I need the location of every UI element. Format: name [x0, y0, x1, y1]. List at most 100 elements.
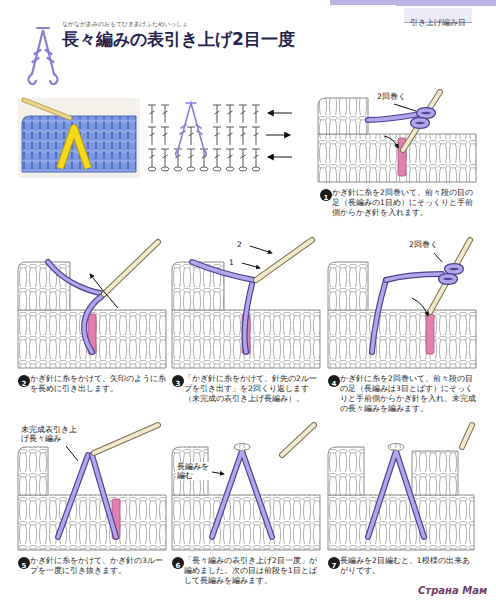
step-illustration	[212, 451, 272, 537]
stitch-chart	[200, 149, 208, 167]
step-illustration	[18, 447, 48, 495]
stitch-chart	[213, 105, 221, 123]
step-illustration	[92, 455, 116, 537]
stitch-chart	[226, 105, 234, 123]
stitch-chart	[252, 167, 260, 171]
step-illustration	[368, 451, 424, 537]
stitch-chart	[204, 150, 206, 157]
step-illustration	[256, 240, 312, 280]
step-illustration	[234, 444, 250, 451]
swatch-photo	[18, 98, 140, 178]
stitch-chart	[213, 149, 221, 167]
step-illustration	[419, 110, 433, 116]
swatch-photo	[60, 128, 88, 168]
swatch-photo	[22, 116, 136, 172]
step-illustration	[430, 240, 470, 312]
step-illustration	[328, 262, 368, 310]
stitch-symbol	[37, 27, 49, 29]
step-illustration	[441, 276, 455, 282]
step-illustration	[18, 242, 166, 368]
step-illustration	[384, 136, 398, 148]
step-illustration	[328, 240, 476, 368]
watermark: Страна Мам	[418, 585, 487, 596]
step-illustration	[441, 276, 455, 282]
stitch-chart	[239, 127, 247, 145]
stitch-chart	[226, 167, 234, 171]
step-illustration	[328, 495, 474, 550]
stitch-symbol	[28, 28, 57, 84]
stitch-chart	[174, 149, 182, 167]
stitch-symbol	[33, 50, 54, 62]
step-illustration	[104, 242, 158, 294]
step-illustration	[245, 284, 252, 352]
stitch-chart	[187, 167, 195, 171]
stitch-chart	[186, 102, 196, 104]
step-illustration	[328, 425, 474, 550]
stitch-chart	[213, 167, 221, 171]
step-illustration	[256, 240, 312, 280]
step-illustration	[434, 253, 442, 262]
step-illustration	[403, 92, 440, 150]
step-illustration	[462, 425, 472, 447]
step-illustration	[94, 425, 158, 453]
step-caption: かぎ針に糸をかけて、かぎ針の3ループを一度に引き抜きます。	[30, 556, 166, 576]
header-band	[330, 0, 496, 6]
step-illustration	[328, 447, 364, 495]
step-illustration	[48, 262, 104, 294]
step-illustration	[386, 274, 442, 280]
header-band	[396, 5, 496, 6]
step-number-circle: 5	[18, 557, 30, 569]
callout-label: 長編みを編む	[176, 462, 210, 480]
step-number-circle: 1	[320, 189, 332, 201]
step-illustration	[58, 455, 88, 537]
stitch-chart	[266, 134, 290, 135]
step-illustration	[212, 451, 272, 537]
step-illustration	[419, 110, 433, 116]
stitch-chart	[161, 127, 169, 145]
step-illustration	[447, 266, 461, 272]
step-illustration	[84, 296, 102, 352]
step-illustration	[212, 472, 224, 474]
step-illustration	[394, 104, 416, 111]
swatch-photo	[18, 98, 140, 178]
stitch-chart	[161, 149, 169, 167]
step-illustration	[462, 425, 472, 447]
step-illustration	[172, 240, 320, 368]
swatch-photo	[24, 100, 70, 118]
step-number-circle: 6	[172, 557, 184, 569]
step-illustration	[192, 262, 254, 280]
step-illustration	[318, 134, 476, 182]
stitch-chart	[226, 127, 234, 145]
step-number-circle: 4	[328, 375, 340, 387]
header-band	[330, 0, 496, 5]
step-illustration	[368, 451, 424, 537]
step-illustration	[328, 310, 476, 368]
title-reading: ながながあみのおもてひきあげふためいっしょ	[62, 20, 188, 28]
callout-number: 3	[176, 379, 181, 389]
step-illustration	[412, 298, 428, 316]
stitch-symbol	[32, 30, 54, 74]
step-illustration	[18, 262, 70, 310]
step-illustration	[403, 92, 440, 150]
stitch-chart	[268, 156, 292, 157]
stitch-chart	[252, 149, 260, 167]
step-illustration	[18, 310, 166, 368]
stitch-chart	[148, 149, 156, 167]
step-illustration	[92, 455, 116, 537]
callout-number: 5	[22, 561, 27, 571]
stitch-chart	[161, 167, 169, 171]
step-caption: 「かぎ針に糸をかけて、針先の2ループを引き出す」を2回くり返します（未完成の表引…	[184, 374, 320, 404]
step-caption: かぎ針に糸を2回巻いて、前々段の目の足（長編みは3目とばす）にそっくりと手前側か…	[340, 374, 476, 414]
stitch-chart	[239, 149, 247, 167]
step-illustration	[18, 425, 166, 550]
callout-number: 6	[176, 561, 181, 571]
step-illustration	[426, 314, 434, 354]
step-illustration	[282, 425, 314, 455]
step-illustration	[372, 280, 386, 352]
step-illustration	[48, 262, 104, 294]
step-illustration	[242, 263, 260, 268]
stitch-chart	[187, 127, 195, 145]
step-caption: かぎ針に糸をかけて、矢印のように糸を長めに引き出します。	[30, 374, 166, 394]
